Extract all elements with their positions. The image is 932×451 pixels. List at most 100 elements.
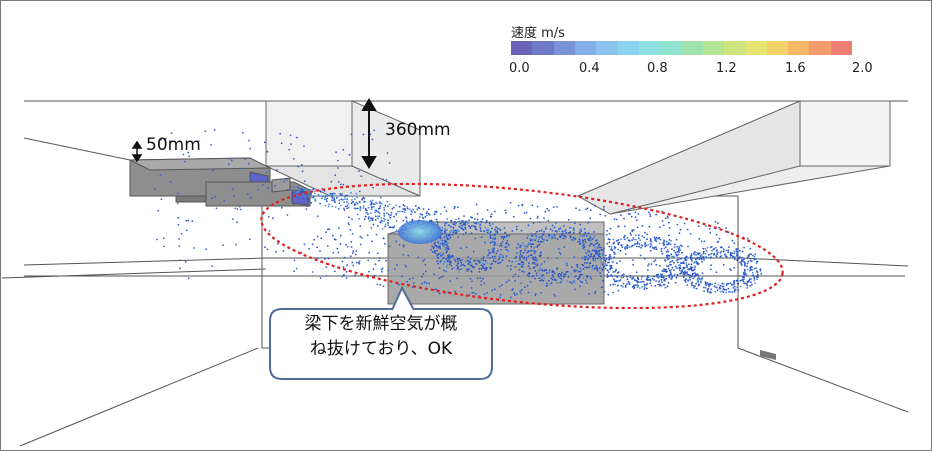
airflow-particle: [537, 240, 540, 243]
airflow-particle: [380, 268, 383, 271]
airflow-particle: [535, 237, 538, 240]
airflow-particle: [238, 205, 241, 208]
airflow-particle: [681, 268, 684, 271]
airflow-particle: [612, 238, 615, 241]
airflow-particle: [709, 268, 712, 271]
airflow-particle: [355, 192, 358, 195]
airflow-particle: [486, 209, 489, 211]
airflow-particle: [317, 257, 319, 260]
airflow-particle: [239, 167, 242, 170]
airflow-particle: [436, 260, 439, 263]
airflow-particle: [536, 259, 538, 261]
airflow-particle: [556, 281, 559, 284]
airflow-particle: [356, 202, 359, 205]
airflow-particle: [587, 254, 590, 257]
airflow-particle: [672, 256, 675, 258]
airflow-particle: [700, 256, 702, 259]
airflow-particle: [674, 281, 677, 284]
airflow-particle: [525, 211, 528, 214]
airflow-particle: [430, 220, 433, 222]
airflow-particle: [364, 208, 367, 210]
airflow-particle: [474, 262, 477, 265]
airflow-particle: [345, 194, 348, 197]
airflow-particle: [517, 243, 520, 246]
airflow-particle: [338, 202, 341, 205]
airflow-particle: [526, 251, 528, 254]
airflow-particle: [280, 142, 283, 145]
airflow-particle: [725, 227, 727, 230]
airflow-particle: [632, 259, 634, 261]
airflow-particle: [539, 252, 542, 255]
airflow-particle: [378, 259, 380, 262]
airflow-particle: [343, 201, 346, 204]
airflow-particle: [526, 245, 528, 248]
airflow-particle: [598, 255, 600, 257]
airflow-particle: [557, 275, 560, 277]
airflow-particle: [362, 196, 365, 199]
airflow-particle: [750, 278, 752, 281]
airflow-particle: [407, 254, 410, 257]
airflow-particle: [759, 269, 762, 272]
airflow-particle: [441, 226, 444, 229]
airflow-particle: [722, 291, 725, 294]
airflow-particle: [736, 278, 739, 281]
airflow-particle: [750, 281, 752, 283]
airflow-particle: [478, 221, 481, 224]
airflow-particle: [342, 266, 345, 268]
airflow-particle: [643, 285, 646, 287]
airflow-particle: [647, 275, 649, 277]
airflow-particle: [362, 207, 365, 209]
airflow-particle: [671, 276, 674, 278]
airflow-particle: [288, 148, 291, 151]
airflow-particle: [731, 291, 734, 293]
airflow-particle: [719, 291, 722, 293]
airflow-particle: [689, 256, 692, 259]
airflow-particle: [703, 240, 706, 243]
airflow-particle: [722, 250, 725, 253]
airflow-particle: [362, 133, 365, 136]
airflow-particle: [667, 265, 670, 268]
airflow-particle: [482, 278, 484, 280]
airflow-particle: [631, 230, 634, 233]
airflow-particle: [663, 241, 665, 243]
airflow-particle: [460, 268, 463, 270]
airflow-particle: [422, 273, 425, 275]
airflow-particle: [631, 286, 634, 288]
airflow-particle: [331, 199, 333, 202]
airflow-particle: [482, 259, 485, 262]
airflow-particle: [734, 257, 737, 259]
airflow-particle: [279, 132, 282, 135]
airflow-particle: [585, 233, 588, 235]
airflow-particle: [653, 279, 655, 281]
airflow-particle: [234, 207, 237, 210]
airflow-particle: [585, 275, 588, 277]
airflow-particle: [668, 239, 671, 241]
airflow-particle: [572, 236, 575, 239]
airflow-particle: [599, 213, 602, 216]
airflow-particle: [566, 264, 568, 267]
airflow-particle: [515, 255, 518, 258]
airflow-particle: [361, 237, 363, 239]
airflow-particle: [604, 262, 607, 265]
airflow-particle: [489, 237, 492, 240]
airflow-particle: [493, 243, 496, 246]
airflow-particle: [628, 283, 631, 285]
airflow-particle: [500, 242, 503, 245]
airflow-particle: [351, 195, 354, 198]
airflow-particle: [701, 260, 703, 263]
airflow-particle: [604, 267, 607, 270]
airflow-particle: [319, 277, 322, 279]
airflow-particle: [508, 279, 510, 282]
airflow-particle: [518, 268, 521, 271]
airflow-particle: [654, 238, 657, 240]
airflow-particle: [577, 241, 579, 243]
airflow-particle: [453, 220, 456, 223]
airflow-particle: [657, 283, 660, 286]
airflow-particle: [350, 133, 353, 136]
airflow-particle: [677, 261, 679, 264]
airflow-particle: [565, 231, 568, 234]
airflow-particle: [613, 246, 616, 248]
airflow-particle: [334, 201, 336, 204]
airflow-particle: [319, 202, 321, 205]
airflow-particle: [530, 233, 533, 235]
